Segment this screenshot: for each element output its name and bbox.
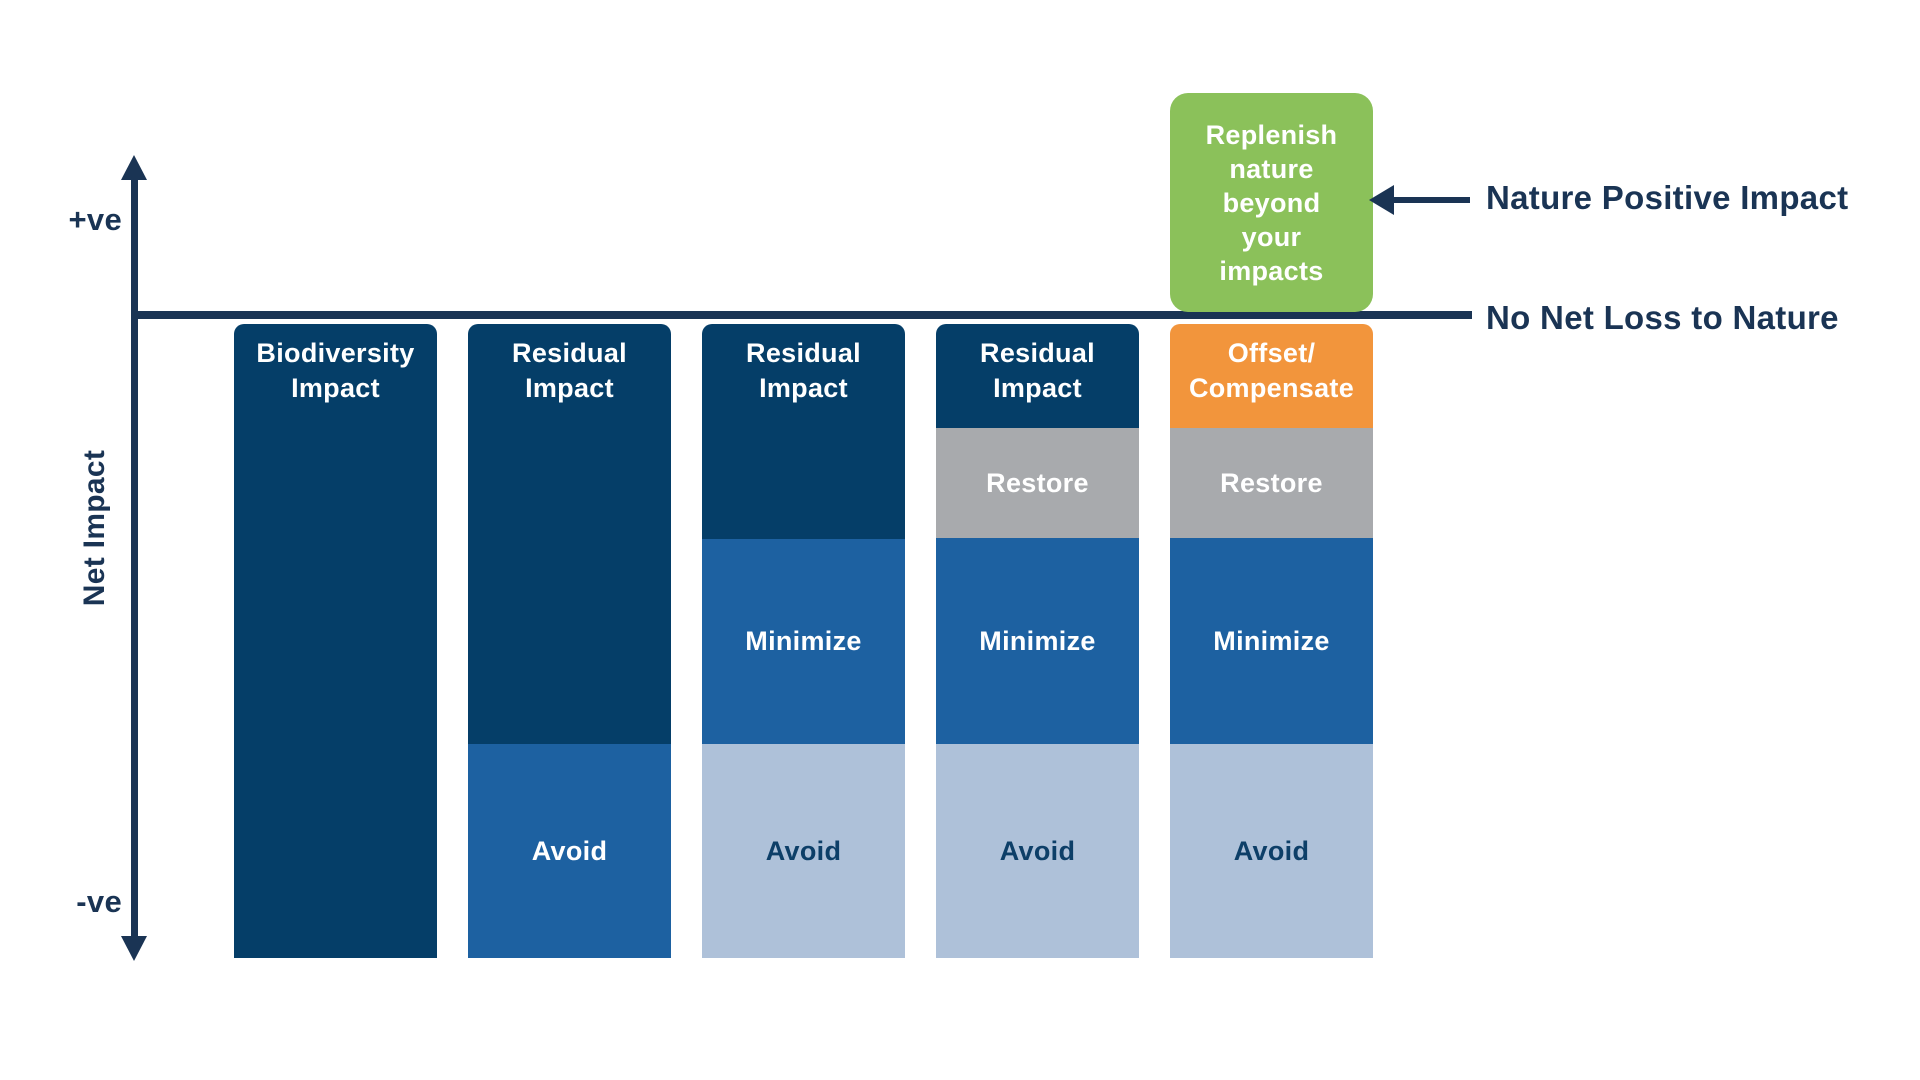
y-axis-down-arrowhead-icon (121, 936, 147, 961)
segment-label: Minimize (1213, 625, 1330, 656)
no-net-loss-baseline (134, 311, 1472, 319)
segment-residual-impact: Residual Impact (936, 324, 1139, 428)
segment-label: Avoid (531, 835, 608, 866)
segment-label: Avoid (765, 835, 842, 866)
segment-restore: Restore (1170, 428, 1373, 538)
segment-label: Residual Impact (746, 338, 861, 403)
bar-biodiversity-impact: Biodiversity Impact (234, 324, 437, 958)
segment-minimize: Minimize (1170, 538, 1373, 744)
y-axis-line (131, 176, 138, 942)
segment-avoid: Avoid (1170, 744, 1373, 958)
segment-minimize: Minimize (936, 538, 1139, 744)
replenish-nature-box: Replenish nature beyond your impacts (1170, 93, 1373, 312)
left-arrowhead-icon (1369, 185, 1394, 215)
bar-avoid-minimize-restore: Residual Impact Restore Minimize Avoid (936, 324, 1139, 958)
segment-label: Minimize (745, 626, 862, 656)
segment-offset-compensate: Offset/ Compensate (1170, 324, 1373, 428)
segment-avoid: Avoid (702, 744, 905, 958)
segment-residual-impact: Residual Impact (468, 324, 671, 744)
segment-label: Avoid (1233, 835, 1310, 866)
segment-avoid: Avoid (936, 744, 1139, 958)
no-net-loss-label: No Net Loss to Nature (1486, 299, 1839, 336)
segment-restore: Restore (936, 428, 1139, 538)
segment-residual-impact: Residual Impact (702, 324, 905, 539)
segment-label: Minimize (979, 625, 1096, 656)
segment-avoid: Avoid (468, 744, 671, 958)
segment-minimize: Minimize (702, 539, 905, 744)
bar-full-hierarchy-offset: Offset/ Compensate Restore Minimize Avoi… (1170, 324, 1373, 958)
segment-label: Residual Impact (512, 338, 627, 403)
segment-label: Avoid (999, 835, 1076, 866)
replenish-nature-label: Replenish nature beyond your impacts (1205, 119, 1338, 286)
segment-label: Biodiversity Impact (256, 338, 415, 403)
segment-label: Residual Impact (980, 338, 1095, 403)
y-axis-up-arrowhead-icon (121, 155, 147, 180)
bar-avoid-minimize: Residual Impact Minimize Avoid (702, 324, 905, 958)
segment-label: Offset/ Compensate (1188, 338, 1355, 403)
nature-positive-impact-label: Nature Positive Impact (1486, 179, 1849, 216)
segment-biodiversity-impact: Biodiversity Impact (234, 324, 437, 958)
segment-label: Restore (1220, 467, 1323, 498)
segment-label: Restore (986, 467, 1089, 498)
y-axis-negative-label: -ve (76, 884, 122, 919)
bar-avoid-only: Residual Impact Avoid (468, 324, 671, 958)
nature-positive-arrow-line (1392, 197, 1470, 203)
y-axis-positive-label: +ve (68, 202, 122, 237)
y-axis-title: Net Impact (78, 449, 111, 607)
